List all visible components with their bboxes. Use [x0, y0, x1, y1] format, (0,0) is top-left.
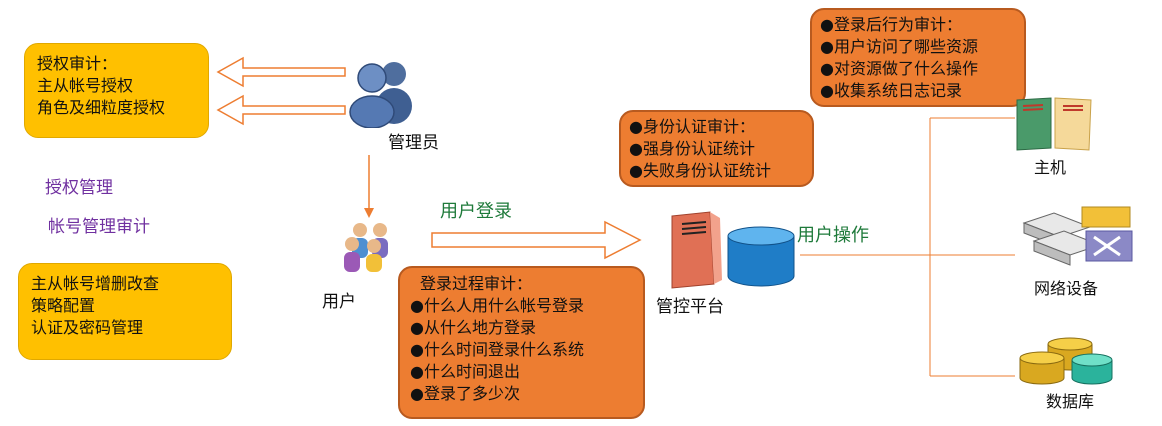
post-login-audit-line: ●用户访问了哪些资源 [820, 37, 978, 56]
login-flow-label: 用户登录 [440, 201, 512, 222]
auth-audit-box: 授权审计： 主从帐号授权 角色及细粒度授权 [24, 43, 209, 138]
admin-users-icon [349, 62, 412, 128]
operation-label: 用户操作 [797, 225, 869, 246]
auth-mgmt-label: 授权管理 [45, 178, 113, 198]
admin-label: 管理员 [388, 133, 439, 153]
identity-audit-line: ●失败身份认证统计 [629, 161, 771, 180]
login-audit-line: ●什么人用什么帐号登录 [410, 296, 584, 315]
auth-audit-line: 主从帐号授权 [37, 76, 134, 95]
arrow-user-login [431, 220, 642, 260]
host-label: 主机 [1034, 158, 1067, 177]
account-audit-label: 帐号管理审计 [48, 217, 150, 237]
account-mgmt-box: 主从帐号增删改查 策略配置 认证及密码管理 [18, 263, 232, 360]
login-audit-line: ●登录了多少次 [410, 384, 520, 403]
login-audit-line: ●从什么地方登录 [410, 318, 536, 337]
login-audit-box: 登录过程审计： ●什么人用什么帐号登录 ●从什么地方登录 ●什么时间登录什么系统… [398, 266, 645, 419]
post-login-audit-line: ●登录后行为审计： [820, 15, 962, 34]
arrow-to-auth-1 [216, 56, 346, 88]
post-login-audit-line: ●对资源做了什么操作 [820, 59, 978, 78]
account-mgmt-line: 认证及密码管理 [31, 318, 144, 337]
post-login-audit-box: ●登录后行为审计： ●用户访问了哪些资源 ●对资源做了什么操作 ●收集系统日志记… [810, 8, 1026, 107]
user-group-icon [344, 223, 388, 272]
database-cylinder-icon [727, 226, 795, 287]
database-label: 数据库 [1046, 392, 1095, 411]
account-mgmt-line: 策略配置 [31, 296, 96, 315]
server-icon [671, 211, 722, 289]
network-device-icon [1022, 206, 1133, 266]
platform-label: 管控平台 [656, 297, 724, 317]
login-audit-line: ●什么时间登录什么系统 [410, 340, 584, 359]
auth-audit-line: 授权审计： [37, 54, 118, 73]
identity-audit-line: ●身份认证审计： [629, 117, 755, 136]
database-icon [1019, 337, 1113, 385]
admin-to-user-head [364, 208, 374, 218]
post-login-audit-line: ●收集系统日志记录 [820, 81, 962, 100]
login-audit-line: 登录过程审计： [420, 274, 533, 293]
network-label: 网络设备 [1034, 279, 1099, 298]
arrow-to-auth-2 [216, 94, 346, 126]
account-mgmt-line: 主从帐号增删改查 [31, 274, 160, 293]
identity-audit-line: ●强身份认证统计 [629, 139, 755, 158]
user-label: 用户 [322, 292, 356, 312]
login-audit-line: ●什么时间退出 [410, 362, 520, 381]
auth-audit-line: 角色及细粒度授权 [37, 98, 166, 117]
identity-audit-box: ●身份认证审计： ●强身份认证统计 ●失败身份认证统计 [619, 110, 814, 187]
host-icon [1016, 97, 1092, 151]
